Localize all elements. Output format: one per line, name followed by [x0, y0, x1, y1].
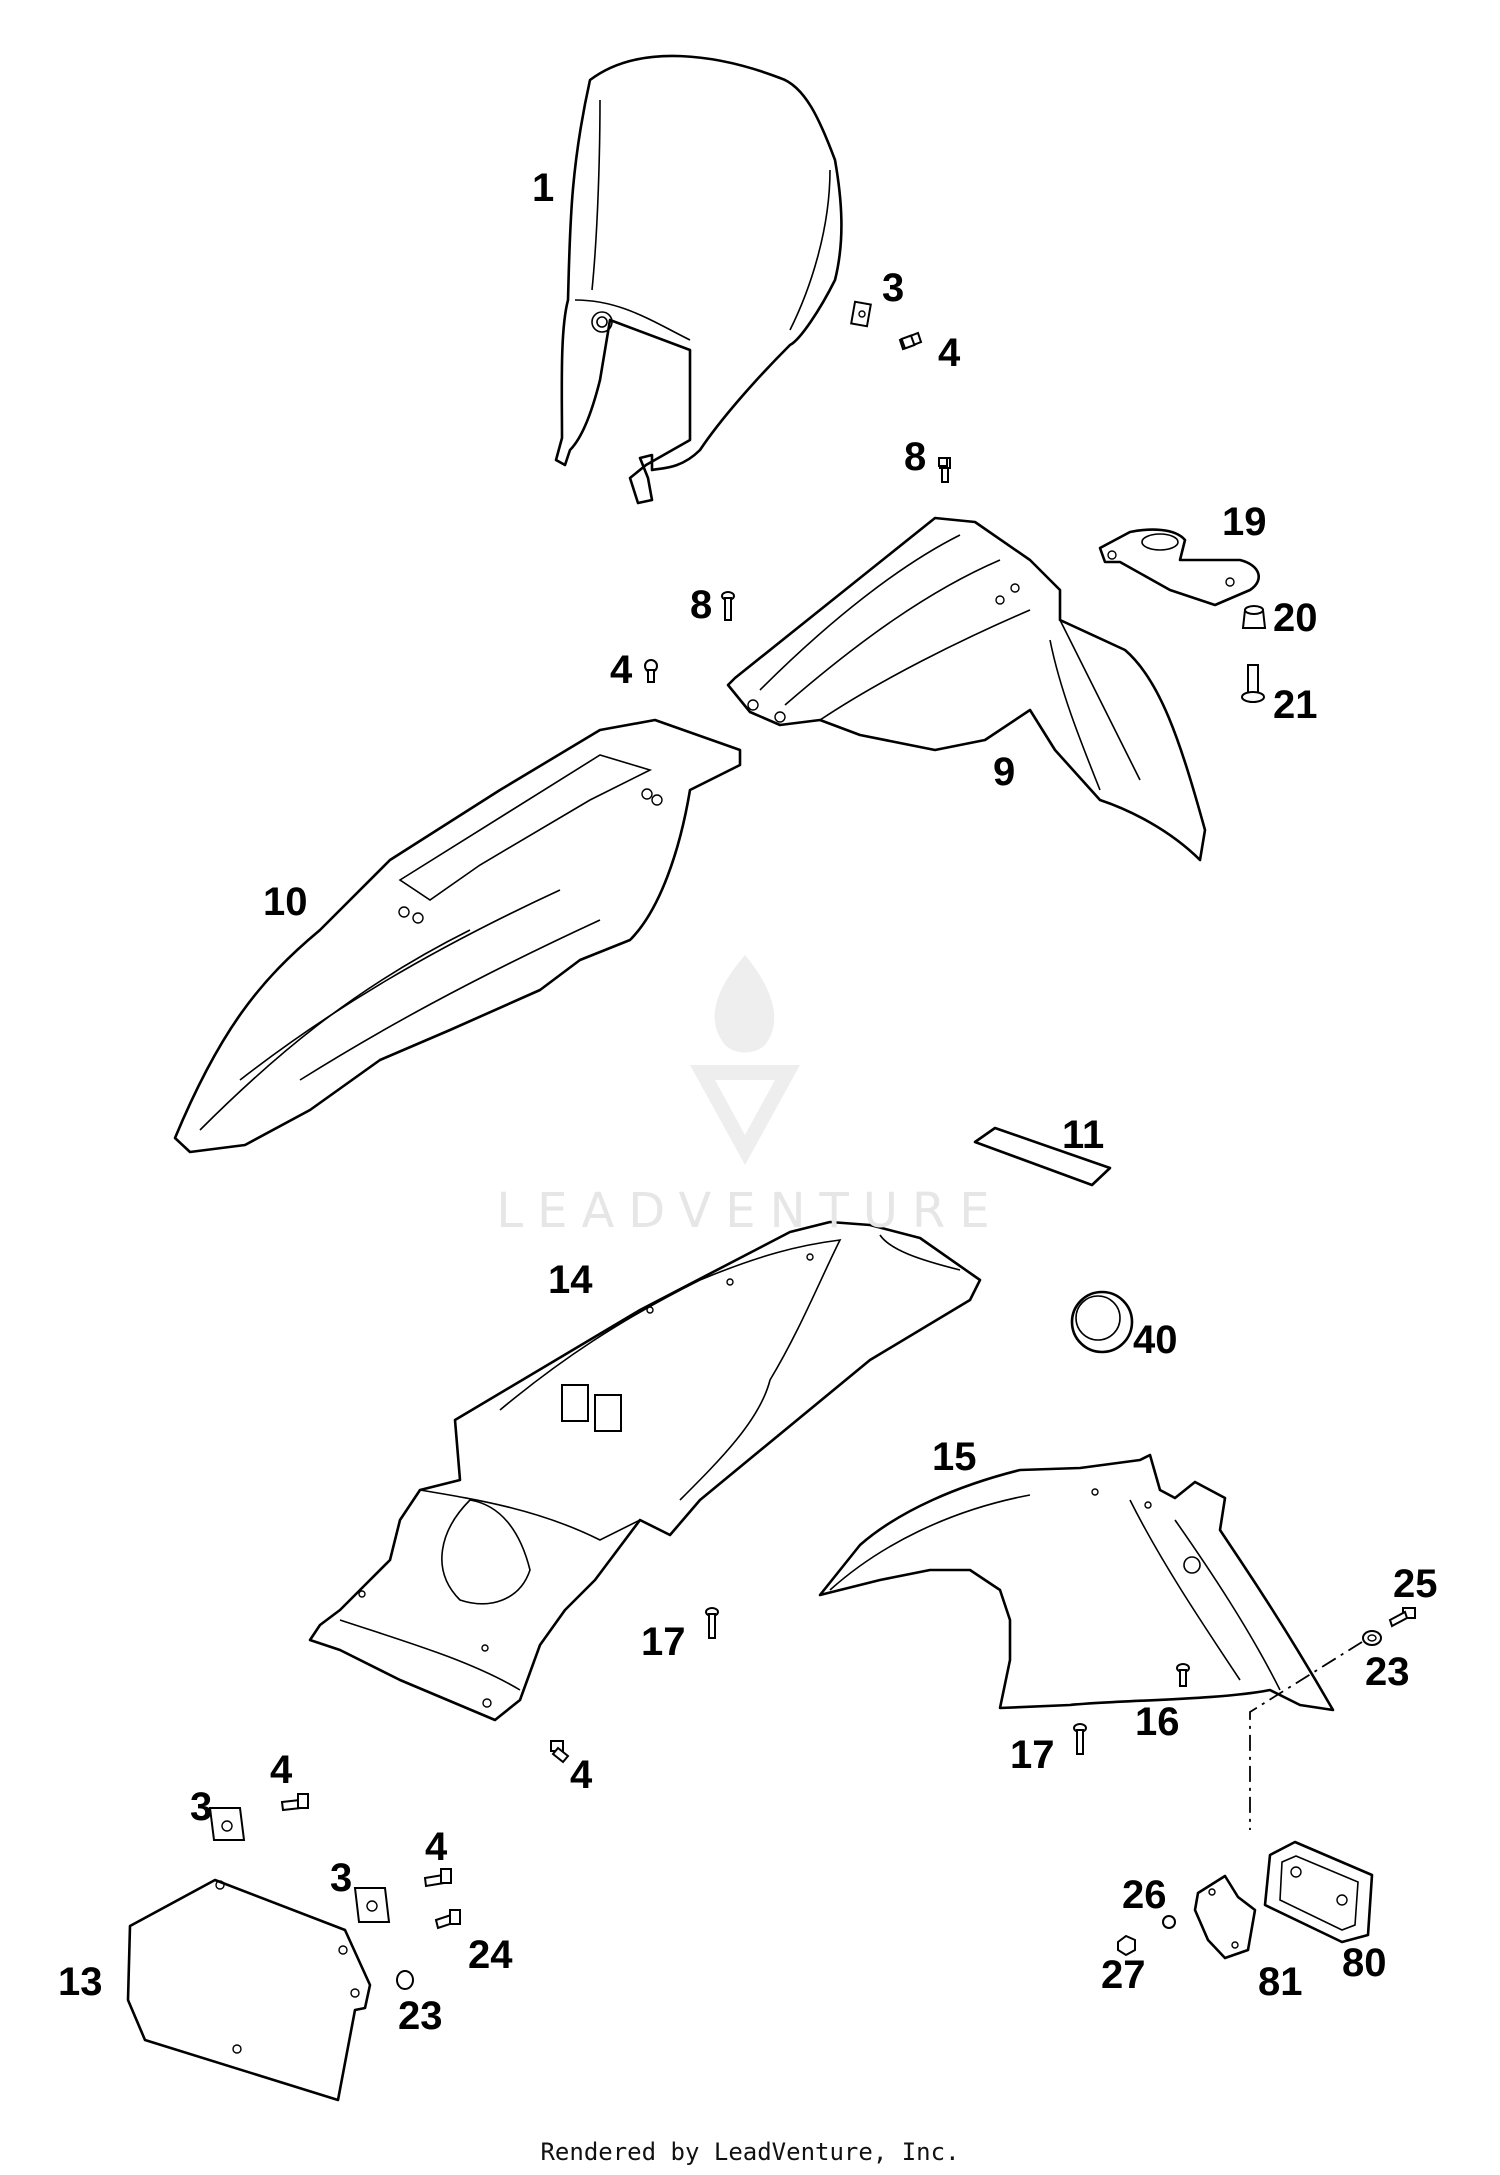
screw-part — [1073, 1723, 1087, 1755]
callout-1: 1 — [532, 166, 555, 210]
screw-part — [1176, 1663, 1190, 1687]
rear-section-part — [308, 1220, 982, 1722]
clip-nut-part — [850, 300, 872, 328]
callout-15: 15 — [932, 1435, 977, 1479]
watermark-text: LEADVENTURE — [496, 1183, 1004, 1239]
callout-26: 26 — [1122, 1873, 1167, 1917]
washer-part — [1362, 1630, 1382, 1646]
callout-3: 3 — [882, 266, 905, 310]
screw-part — [423, 1868, 452, 1888]
callout-4: 4 — [610, 648, 633, 692]
rubber-plug-part — [1070, 1290, 1134, 1354]
front-fender-part — [726, 516, 1207, 862]
screw-part — [705, 1607, 719, 1639]
bolt-part — [1241, 664, 1265, 703]
screw-part — [434, 1909, 461, 1930]
callout-4: 4 — [425, 1825, 448, 1869]
bracket-part — [1098, 528, 1260, 607]
rear-fender-part — [173, 718, 742, 1154]
callout-3: 3 — [190, 1785, 213, 1829]
leadventure-watermark-logo — [690, 955, 800, 1165]
headlight-mask-part — [554, 54, 843, 505]
callout-17: 17 — [1010, 1733, 1055, 1777]
callout-24: 24 — [468, 1933, 513, 1977]
callout-4: 4 — [570, 1753, 593, 1797]
screw-part — [898, 331, 923, 351]
washer-part — [1162, 1915, 1176, 1929]
callout-13: 13 — [58, 1960, 103, 2004]
callout-9: 9 — [993, 750, 1016, 794]
callout-23: 23 — [1365, 1650, 1410, 1694]
reflector-bracket-part — [1193, 1874, 1257, 1960]
callout-17: 17 — [641, 1620, 686, 1664]
footer-credit: Rendered by LeadVenture, Inc. — [540, 2138, 960, 2166]
callout-14: 14 — [548, 1258, 593, 1302]
callout-19: 19 — [1222, 500, 1267, 544]
grommet-part — [1241, 605, 1267, 629]
callout-80: 80 — [1342, 1941, 1387, 1985]
callout-20: 20 — [1273, 596, 1318, 640]
callout-21: 21 — [1273, 683, 1318, 727]
callout-8: 8 — [690, 583, 713, 627]
callout-40: 40 — [1133, 1318, 1178, 1362]
reflector-part — [1263, 1840, 1374, 1944]
screw-part — [721, 591, 735, 621]
assembly-line — [1249, 1641, 1363, 1830]
nut-part — [1117, 1934, 1136, 1957]
callout-3: 3 — [330, 1856, 353, 1900]
callout-81: 81 — [1258, 1960, 1303, 2004]
callout-23: 23 — [398, 1994, 443, 2038]
callout-4: 4 — [270, 1748, 293, 1792]
rear-inner-fender-part — [818, 1453, 1335, 1712]
screw-part — [644, 659, 658, 683]
callout-4: 4 — [938, 331, 961, 375]
callout-16: 16 — [1135, 1700, 1180, 1744]
screw-part — [1388, 1607, 1416, 1628]
screw-part — [280, 1793, 309, 1812]
callout-11: 11 — [1062, 1113, 1105, 1157]
washer-part — [396, 1970, 414, 1990]
foam-pad-part — [973, 1126, 1112, 1187]
clip-nut-part — [208, 1807, 246, 1841]
callout-10: 10 — [263, 880, 308, 924]
clip-nut-part — [353, 1887, 391, 1923]
screw-part — [938, 457, 948, 467]
mud-flap-part — [126, 1878, 372, 2102]
callout-8: 8 — [904, 435, 927, 479]
screw-part — [550, 1740, 570, 1764]
callout-25: 25 — [1393, 1562, 1438, 1606]
callout-27: 27 — [1101, 1953, 1146, 1997]
